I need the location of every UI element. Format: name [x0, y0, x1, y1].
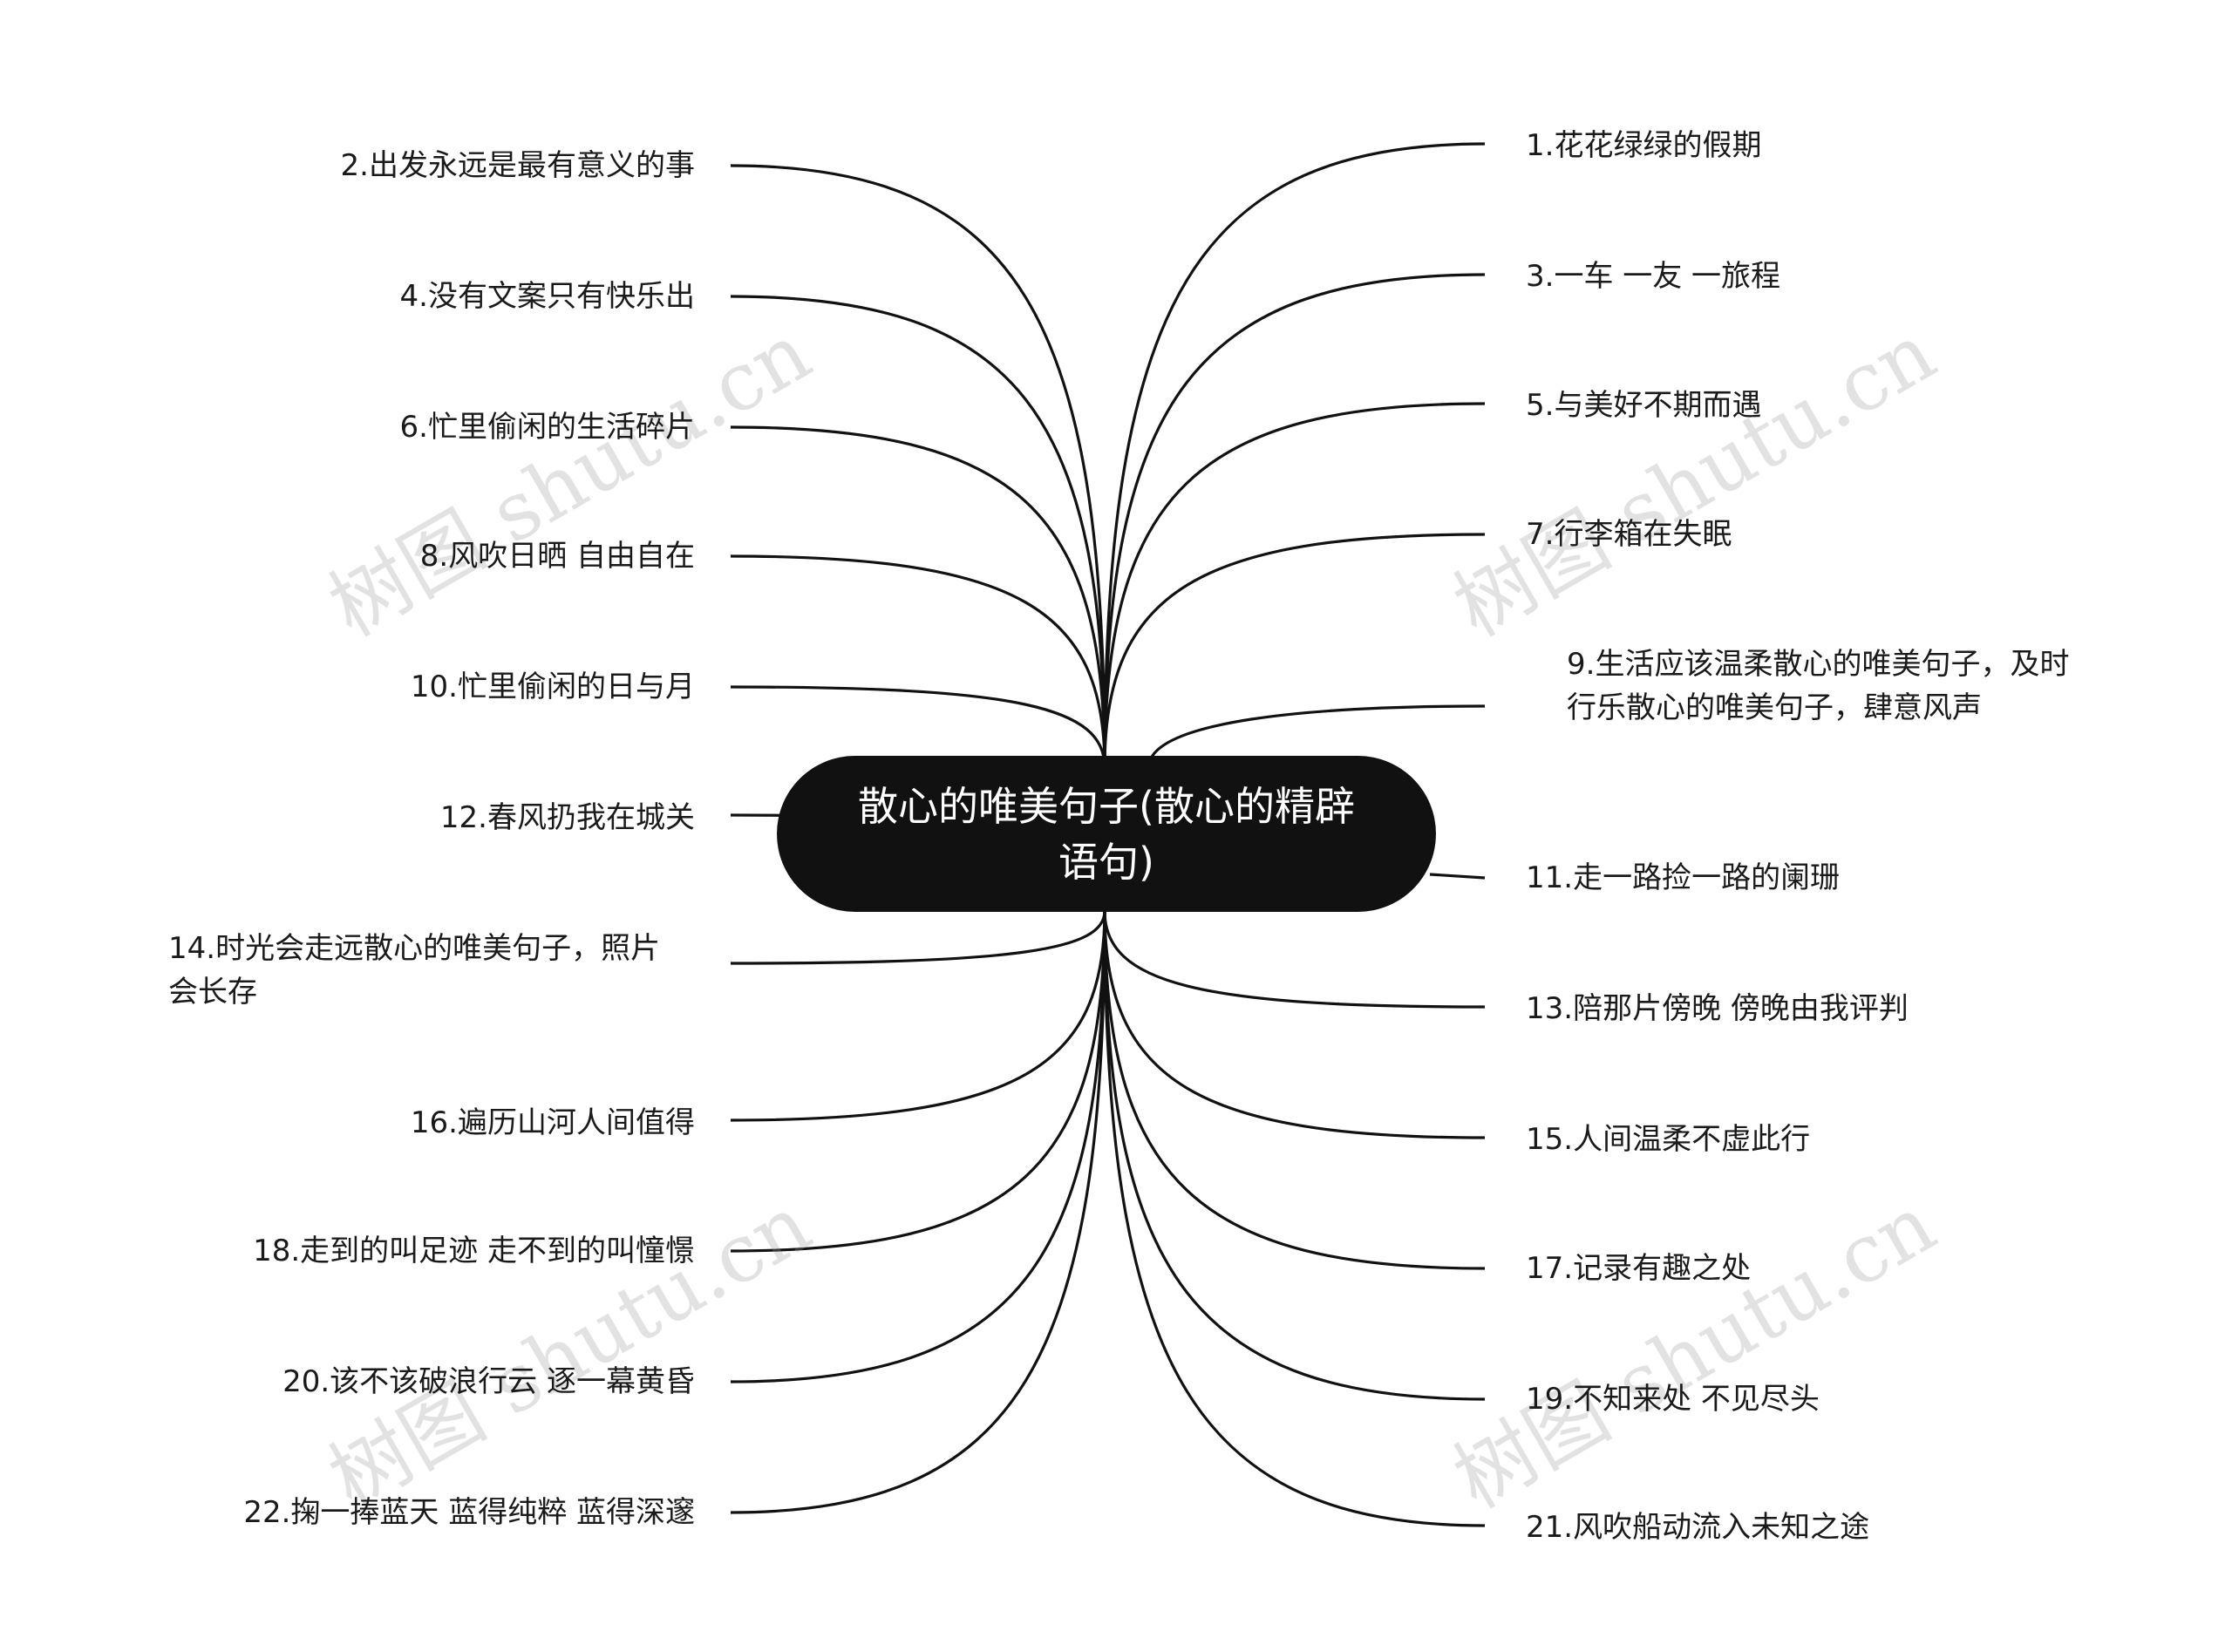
right-connector-line: [1103, 910, 1486, 1139]
central-topic[interactable]: 散心的唯美句子(散心的精辟语句): [777, 756, 1436, 912]
right-connector-line: [1103, 142, 1486, 768]
left-connector-line: [730, 425, 1106, 768]
right-connector-line: [1103, 273, 1486, 768]
branch-node[interactable]: 14.时光会走远散心的唯美句子，照片会长存: [168, 931, 661, 1010]
branch-node[interactable]: 7.行李箱在失眠: [1526, 517, 1732, 552]
branch-node[interactable]: 4.没有文案只有快乐出: [399, 279, 695, 314]
left-connector-line: [730, 164, 1106, 768]
left-connector-line: [730, 910, 1106, 1383]
branch-node[interactable]: 16.遍历山河人间值得: [410, 1105, 695, 1140]
branch-node[interactable]: 21.风吹船动流入未知之途: [1526, 1510, 1870, 1545]
branch-node[interactable]: 2.出发永远是最有意义的事: [340, 148, 695, 183]
branch-node[interactable]: 20.该不该破浪行云 逐一幕黄昏: [282, 1364, 695, 1399]
branch-node[interactable]: 3.一车 一友 一旅程: [1526, 259, 1781, 294]
right-connector-line: [1149, 704, 1486, 759]
left-connector-line: [730, 910, 1106, 1514]
right-connector-line: [1103, 402, 1486, 768]
branch-node[interactable]: 5.与美好不期而遇: [1526, 388, 1762, 423]
branch-node[interactable]: 11.走一路捡一路的阑珊: [1526, 860, 1841, 895]
central-topic-label: 散心的唯美句子(散心的精辟语句): [858, 782, 1355, 886]
left-connector-line: [730, 685, 1106, 768]
branch-node[interactable]: 13.陪那片傍晚 傍晚由我评判: [1526, 991, 1909, 1026]
left-connector-line: [730, 910, 1106, 1122]
branch-node[interactable]: 17.记录有趣之处: [1526, 1251, 1752, 1286]
branch-node[interactable]: 15.人间温柔不虚此行: [1526, 1122, 1811, 1157]
right-connector-line: [1103, 910, 1486, 1009]
branch-node[interactable]: 8.风吹日晒 自由自在: [419, 539, 695, 574]
left-connector-line: [730, 554, 1106, 768]
right-connector-line: [1103, 910, 1486, 1527]
right-connector-line: [1103, 910, 1486, 1401]
right-connector-line: [1103, 910, 1486, 1270]
branch-node[interactable]: 18.走到的叫足迹 走不到的叫憧憬: [253, 1234, 695, 1268]
left-connector-line: [730, 910, 1106, 965]
branch-node[interactable]: 12.春风扔我在城关: [439, 800, 695, 835]
branch-node[interactable]: 9.生活应该温柔散心的唯美句子，及时行乐散心的唯美句子，肆意风声: [1567, 647, 2070, 725]
left-connector-line: [730, 295, 1106, 768]
branch-node[interactable]: 1.花花绿绿的假期: [1526, 128, 1762, 163]
branch-node[interactable]: 19.不知来处 不见尽头: [1526, 1382, 1820, 1417]
branch-node[interactable]: 6.忙里偷闲的生活碎片: [399, 410, 695, 445]
right-connector-line: [1429, 873, 1486, 880]
left-connector-line: [730, 910, 1106, 1253]
branch-node[interactable]: 22.掬一捧蓝天 蓝得纯粹 蓝得深邃: [243, 1495, 695, 1530]
right-connector-line: [1103, 533, 1486, 768]
branch-node[interactable]: 10.忙里偷闲的日与月: [410, 670, 695, 704]
